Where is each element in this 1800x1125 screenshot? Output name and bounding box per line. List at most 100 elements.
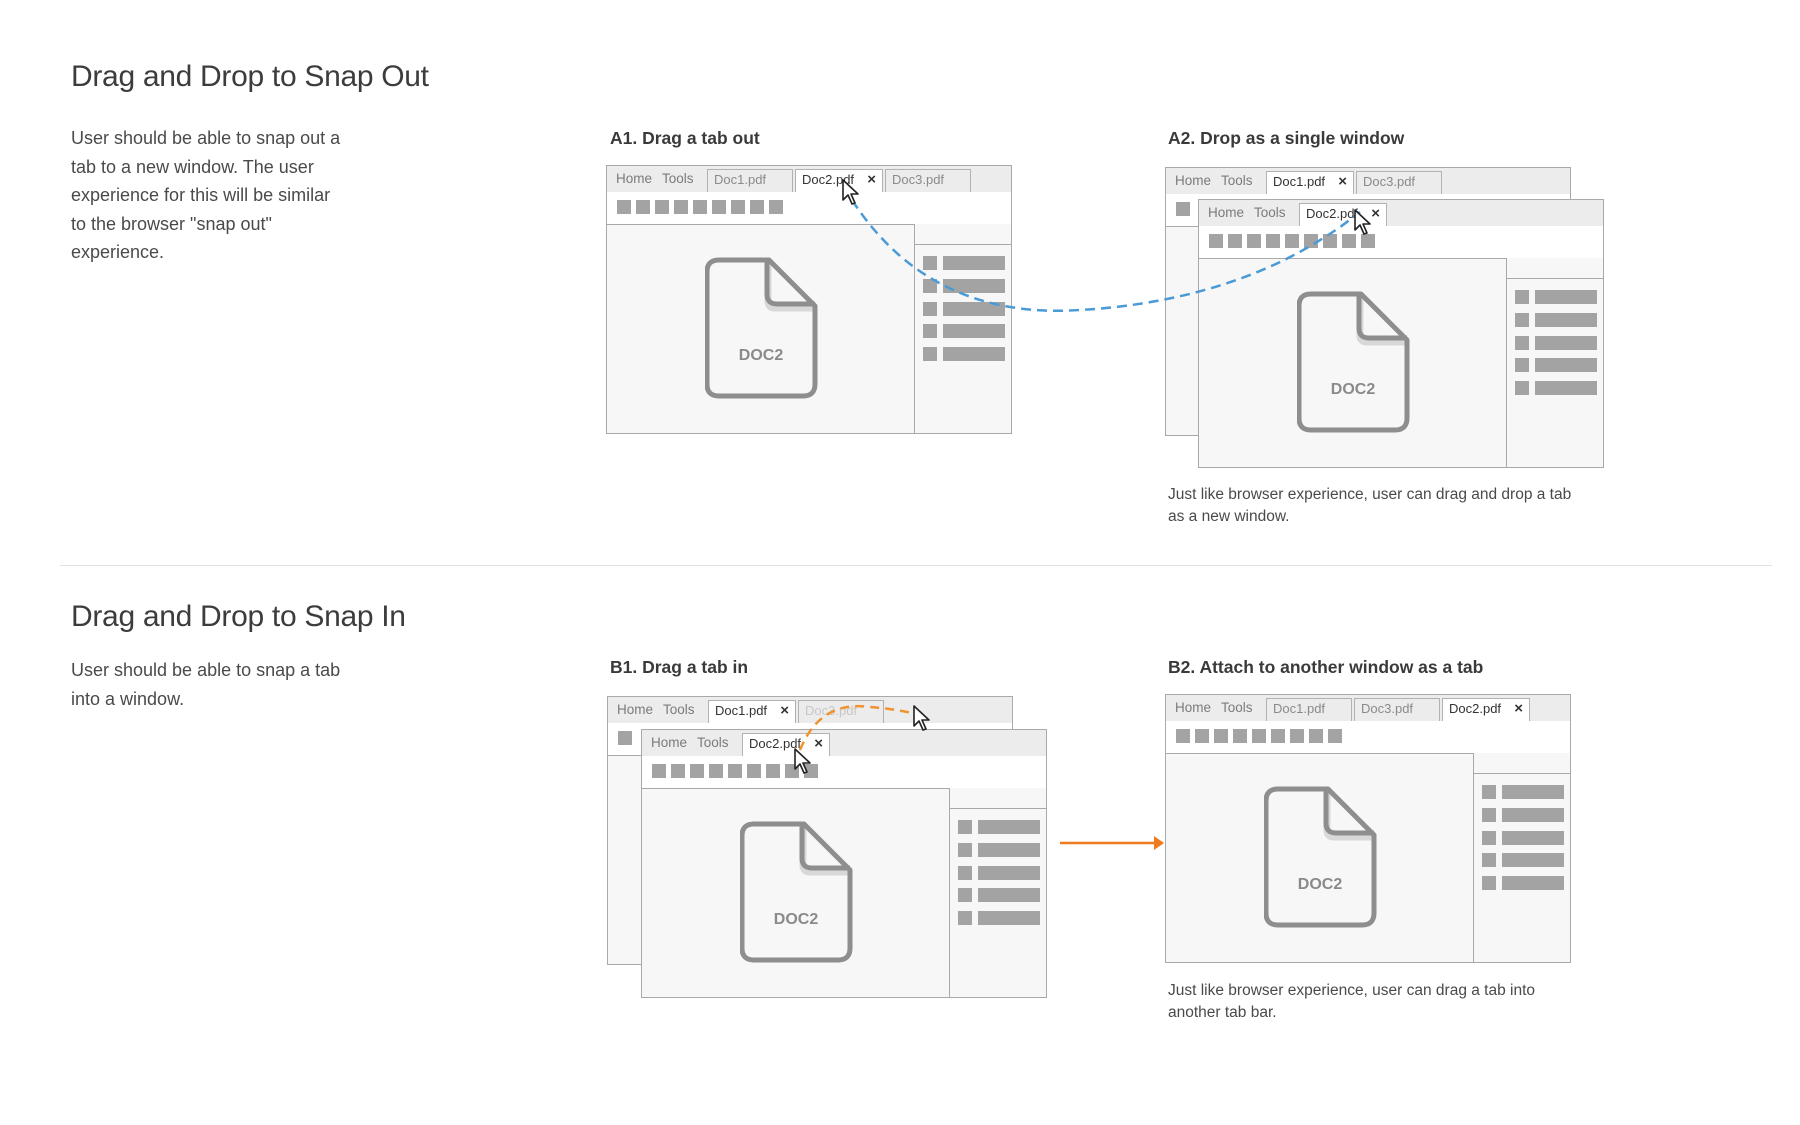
tool-icon[interactable] <box>671 764 685 778</box>
tool-icon[interactable] <box>1233 729 1247 743</box>
menu-home[interactable]: Home <box>651 735 688 750</box>
close-icon[interactable]: × <box>867 171 876 188</box>
tab-doc3[interactable]: Doc3.pdf <box>1356 171 1442 194</box>
tab-doc2[interactable]: Doc2.pdf× <box>1442 698 1530 721</box>
tab-doc1[interactable]: Doc1.pdf <box>1266 698 1352 721</box>
tab-label: Doc2.pdf <box>802 172 855 187</box>
menu-home[interactable]: Home <box>1175 700 1212 715</box>
tool-icon[interactable] <box>652 764 666 778</box>
tool-icon[interactable] <box>1228 234 1242 248</box>
caption-line: another tab bar. <box>1168 1004 1277 1021</box>
description-line: tab to a new window. The user <box>71 156 314 177</box>
menu-tools[interactable]: Tools <box>1221 173 1253 188</box>
tool-icon[interactable] <box>655 200 669 214</box>
close-icon[interactable]: × <box>1371 205 1380 222</box>
tool-icon[interactable] <box>728 764 742 778</box>
tool-icon[interactable] <box>1176 202 1190 216</box>
tool-icon[interactable] <box>1342 234 1356 248</box>
tool-icon[interactable] <box>1309 729 1323 743</box>
tool-icon[interactable] <box>1209 234 1223 248</box>
tab-label: Doc1.pdf <box>1273 701 1326 716</box>
tool-icon[interactable] <box>617 200 631 214</box>
tool-icon[interactable] <box>1328 729 1342 743</box>
tool-icon[interactable] <box>1266 234 1280 248</box>
tab-label: Doc1.pdf <box>1273 174 1326 189</box>
tool-icon[interactable] <box>618 731 632 745</box>
tool-icon[interactable] <box>1214 729 1228 743</box>
doc-label: DOC2 <box>739 347 784 364</box>
tool-icon[interactable] <box>674 200 688 214</box>
doc-label: DOC2 <box>1331 381 1376 398</box>
tool-icon[interactable] <box>1285 234 1299 248</box>
section-divider <box>60 565 1772 566</box>
cursor-icon <box>913 705 930 731</box>
cursor-icon <box>842 179 859 205</box>
window-a1: Home Tools Doc1.pdf Doc2.pdf × Doc3.pdf D… <box>606 165 1012 434</box>
tab-doc1[interactable]: Doc1.pdf × <box>708 700 796 723</box>
right-panel <box>914 224 1011 433</box>
tab-doc1[interactable]: Doc1.pdf × <box>1266 171 1354 194</box>
tab-doc3[interactable]: Doc3.pdf <box>1354 698 1440 721</box>
tool-icon[interactable] <box>747 764 761 778</box>
section-a-title: Drag and Drop to Snap Out <box>71 60 429 93</box>
step-a2-title: A2. Drop as a single window <box>1168 128 1405 148</box>
description-line: User should be able to snap out a <box>71 128 341 148</box>
tab-label: Doc2.pdf <box>1306 206 1359 221</box>
close-icon[interactable]: × <box>1338 173 1347 190</box>
tool-icon[interactable] <box>1252 729 1266 743</box>
step-b2-title: B2. Attach to another window as a tab <box>1168 657 1484 677</box>
caption-line: Just like browser experience, user can d… <box>1168 486 1572 503</box>
tab-label: Doc3.pdf <box>1361 701 1414 716</box>
toolbar <box>607 192 1011 225</box>
tool-icon[interactable] <box>804 764 818 778</box>
tab-label: Doc2.pdf <box>749 736 802 751</box>
tool-icon[interactable] <box>1247 234 1261 248</box>
tool-icon[interactable] <box>1323 234 1337 248</box>
document-icon: DOC2 <box>1297 290 1413 434</box>
step-b1-title: B1. Drag a tab in <box>610 657 749 677</box>
menu-tools[interactable]: Tools <box>1254 205 1286 220</box>
tool-icon[interactable] <box>1271 729 1285 743</box>
menu-tools[interactable]: Tools <box>1221 700 1253 715</box>
snap-in-arc <box>798 704 919 751</box>
tab-doc1[interactable]: Doc1.pdf <box>707 169 793 192</box>
menu-tools[interactable]: Tools <box>697 735 729 750</box>
menu-tools[interactable]: Tools <box>662 171 694 186</box>
tab-bar: Home Tools Doc1.pdf Doc3.pdf Doc2.pdf× <box>1166 695 1570 722</box>
tab-bar: Home Tools Doc2.pdf × <box>642 730 1046 757</box>
menu-home[interactable]: Home <box>1175 173 1212 188</box>
tab-doc2[interactable]: Doc2.pdf × <box>742 733 830 756</box>
tool-icon[interactable] <box>1290 729 1304 743</box>
tool-icon[interactable] <box>731 200 745 214</box>
tool-icon[interactable] <box>1195 729 1209 743</box>
tool-icon[interactable] <box>769 200 783 214</box>
tool-icon[interactable] <box>712 200 726 214</box>
menu-home[interactable]: Home <box>1208 205 1245 220</box>
tool-icon[interactable] <box>636 200 650 214</box>
right-panel <box>1473 753 1570 962</box>
tool-icon[interactable] <box>1176 729 1190 743</box>
step-a1-title: A1. Drag a tab out <box>610 128 760 148</box>
tool-icon[interactable] <box>750 200 764 214</box>
tool-icon[interactable] <box>766 764 780 778</box>
close-icon[interactable]: × <box>780 702 789 719</box>
tool-icon[interactable] <box>709 764 723 778</box>
caption-line: as a new window. <box>1168 508 1290 525</box>
tool-icon[interactable] <box>693 200 707 214</box>
cursor-icon <box>1354 209 1371 235</box>
tab-label: Doc1.pdf <box>715 703 768 718</box>
tab-label: Doc3.pdf <box>1363 174 1416 189</box>
close-icon[interactable]: × <box>1514 700 1523 717</box>
menu-home[interactable]: Home <box>616 171 653 186</box>
tab-label: Doc1.pdf <box>714 172 767 187</box>
menu-home[interactable]: Home <box>617 702 654 717</box>
tab-doc2[interactable]: Doc2.pdf × <box>795 169 883 192</box>
tool-icon[interactable] <box>1361 234 1375 248</box>
tool-icon[interactable] <box>690 764 704 778</box>
doc-label: DOC2 <box>1298 876 1343 893</box>
close-icon[interactable]: × <box>814 735 823 752</box>
tab-doc3[interactable]: Doc3.pdf <box>885 169 971 192</box>
menu-tools[interactable]: Tools <box>663 702 695 717</box>
